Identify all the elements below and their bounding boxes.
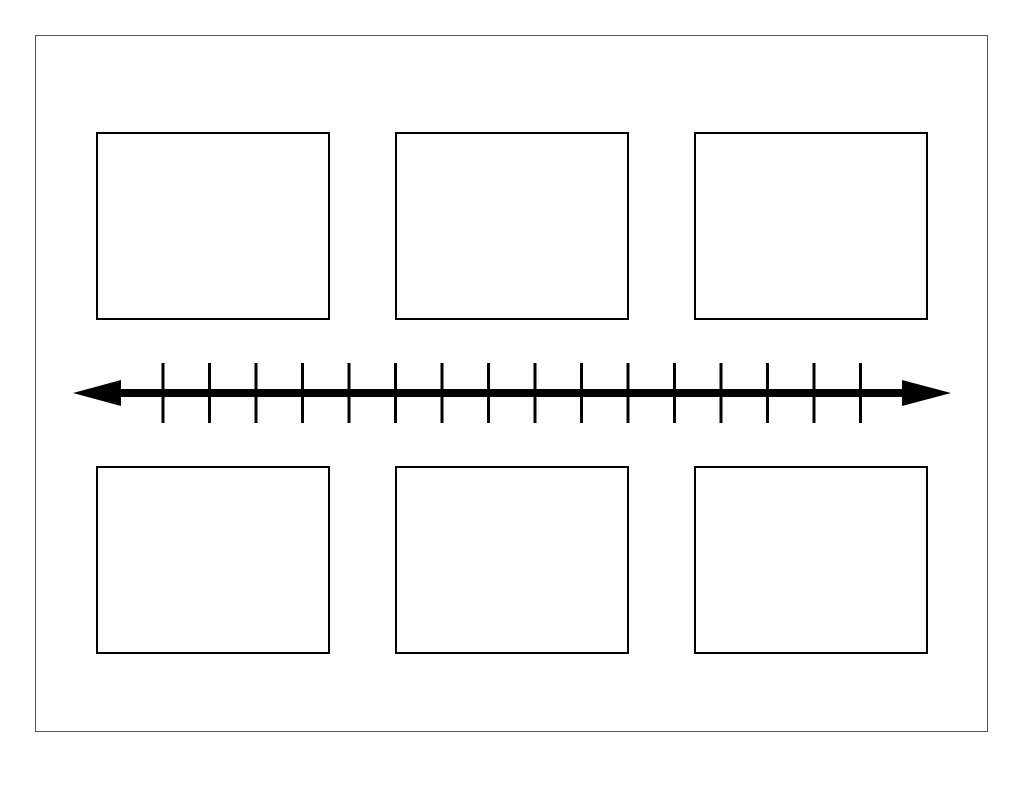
storyboard-panel-bottom-3[interactable] xyxy=(694,466,928,654)
page-frame xyxy=(35,35,988,732)
storyboard-panel-bottom-2[interactable] xyxy=(395,466,629,654)
arrow-left-icon xyxy=(73,380,121,406)
storyboard-panel-top-1[interactable] xyxy=(96,132,330,320)
storyboard-panel-bottom-1[interactable] xyxy=(96,466,330,654)
storyboard-panel-top-3[interactable] xyxy=(694,132,928,320)
arrow-right-icon xyxy=(902,380,951,406)
storyboard-panel-top-2[interactable] xyxy=(395,132,629,320)
timeline-ticks xyxy=(161,363,862,423)
